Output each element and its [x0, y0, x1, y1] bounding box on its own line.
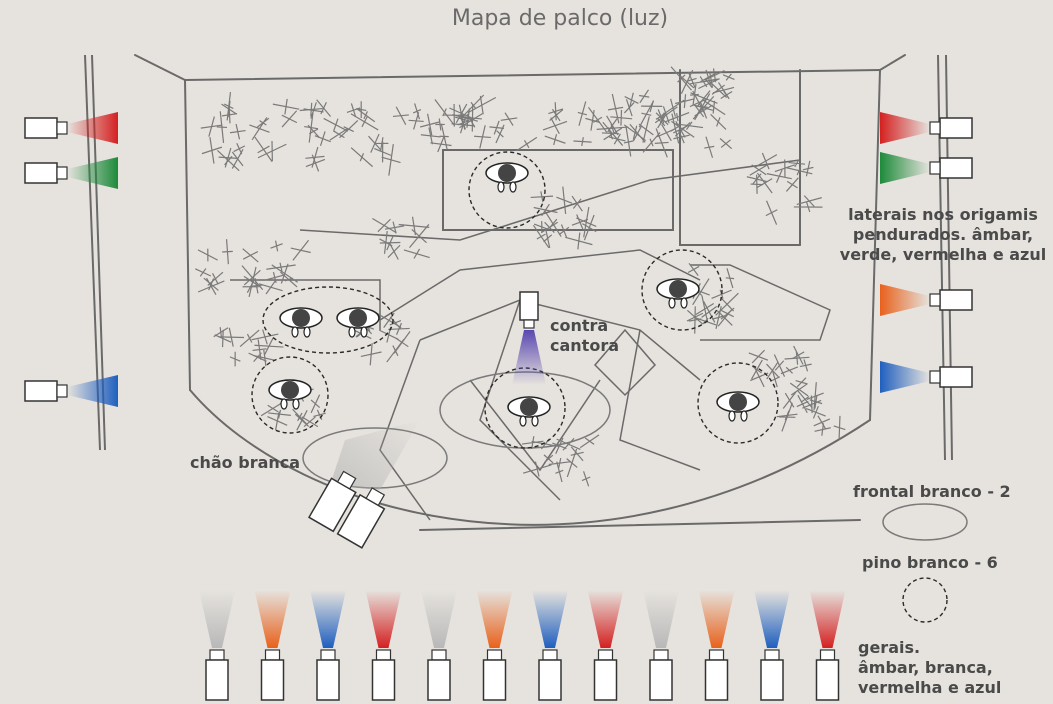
right-side-lights	[880, 112, 973, 393]
left-side-lights	[24, 112, 118, 407]
general-light-red	[365, 590, 402, 701]
general-light-white	[421, 590, 457, 701]
gerais-line-1: gerais.	[858, 638, 921, 657]
gerais-line-3: vermelha e azul	[858, 678, 1002, 697]
performers	[268, 162, 760, 427]
pinspot-circles	[251, 151, 779, 449]
gerais-label: gerais. âmbar, branca, vermelha e azul	[858, 638, 1001, 698]
general-light-blue	[754, 590, 790, 701]
floor-lines	[230, 159, 831, 521]
performer	[268, 379, 312, 410]
upstage-box	[442, 149, 674, 231]
general-light-white	[643, 590, 679, 701]
general-light-blue	[310, 590, 346, 701]
side-light-blue	[880, 361, 973, 393]
contra-light	[512, 291, 546, 385]
gerais-line-2: âmbar, branca,	[858, 658, 993, 677]
chao-lights	[307, 470, 386, 549]
side-light-red	[880, 112, 973, 144]
side-light-blue	[24, 375, 118, 407]
laterais-label: laterais nos origamis pendurados. âmbar,…	[838, 205, 1048, 265]
chao-beam	[330, 420, 420, 490]
laterais-line-3: verde, vermelha e azul	[839, 245, 1047, 264]
general-light-amber	[254, 590, 291, 701]
contra-label: contra cantora	[550, 316, 619, 356]
general-light-red	[587, 590, 624, 701]
frontal-label: frontal branco - 2	[853, 482, 1011, 501]
performer	[716, 391, 760, 422]
general-light-amber	[476, 590, 513, 701]
performer	[279, 307, 323, 338]
chao-label: chão branca	[190, 453, 301, 472]
general-light-blue	[532, 590, 568, 701]
contra-line-2: cantora	[550, 336, 619, 355]
contra-line-1: contra	[550, 316, 609, 335]
general-light-white	[199, 590, 235, 701]
page-title: Mapa de palco (luz)	[451, 6, 669, 31]
legend-frontal-symbol	[882, 503, 968, 541]
performer	[485, 162, 529, 193]
laterais-line-1: laterais nos origamis	[848, 205, 1038, 224]
laterais-line-2: pendurados. âmbar,	[852, 225, 1034, 244]
stage-outline	[134, 54, 906, 531]
general-light-red	[809, 590, 846, 701]
performer	[336, 307, 380, 338]
origami-clusters	[195, 66, 846, 487]
side-light-red	[24, 112, 118, 144]
side-light-green	[24, 157, 118, 189]
performer	[656, 278, 700, 309]
side-light-amber	[880, 284, 973, 316]
legend-pino-symbol	[902, 577, 948, 623]
general-light-amber	[698, 590, 735, 701]
performer	[507, 396, 551, 427]
general-lights	[199, 590, 846, 701]
pino-label: pino branco - 6	[862, 553, 998, 572]
side-light-green	[880, 152, 973, 184]
